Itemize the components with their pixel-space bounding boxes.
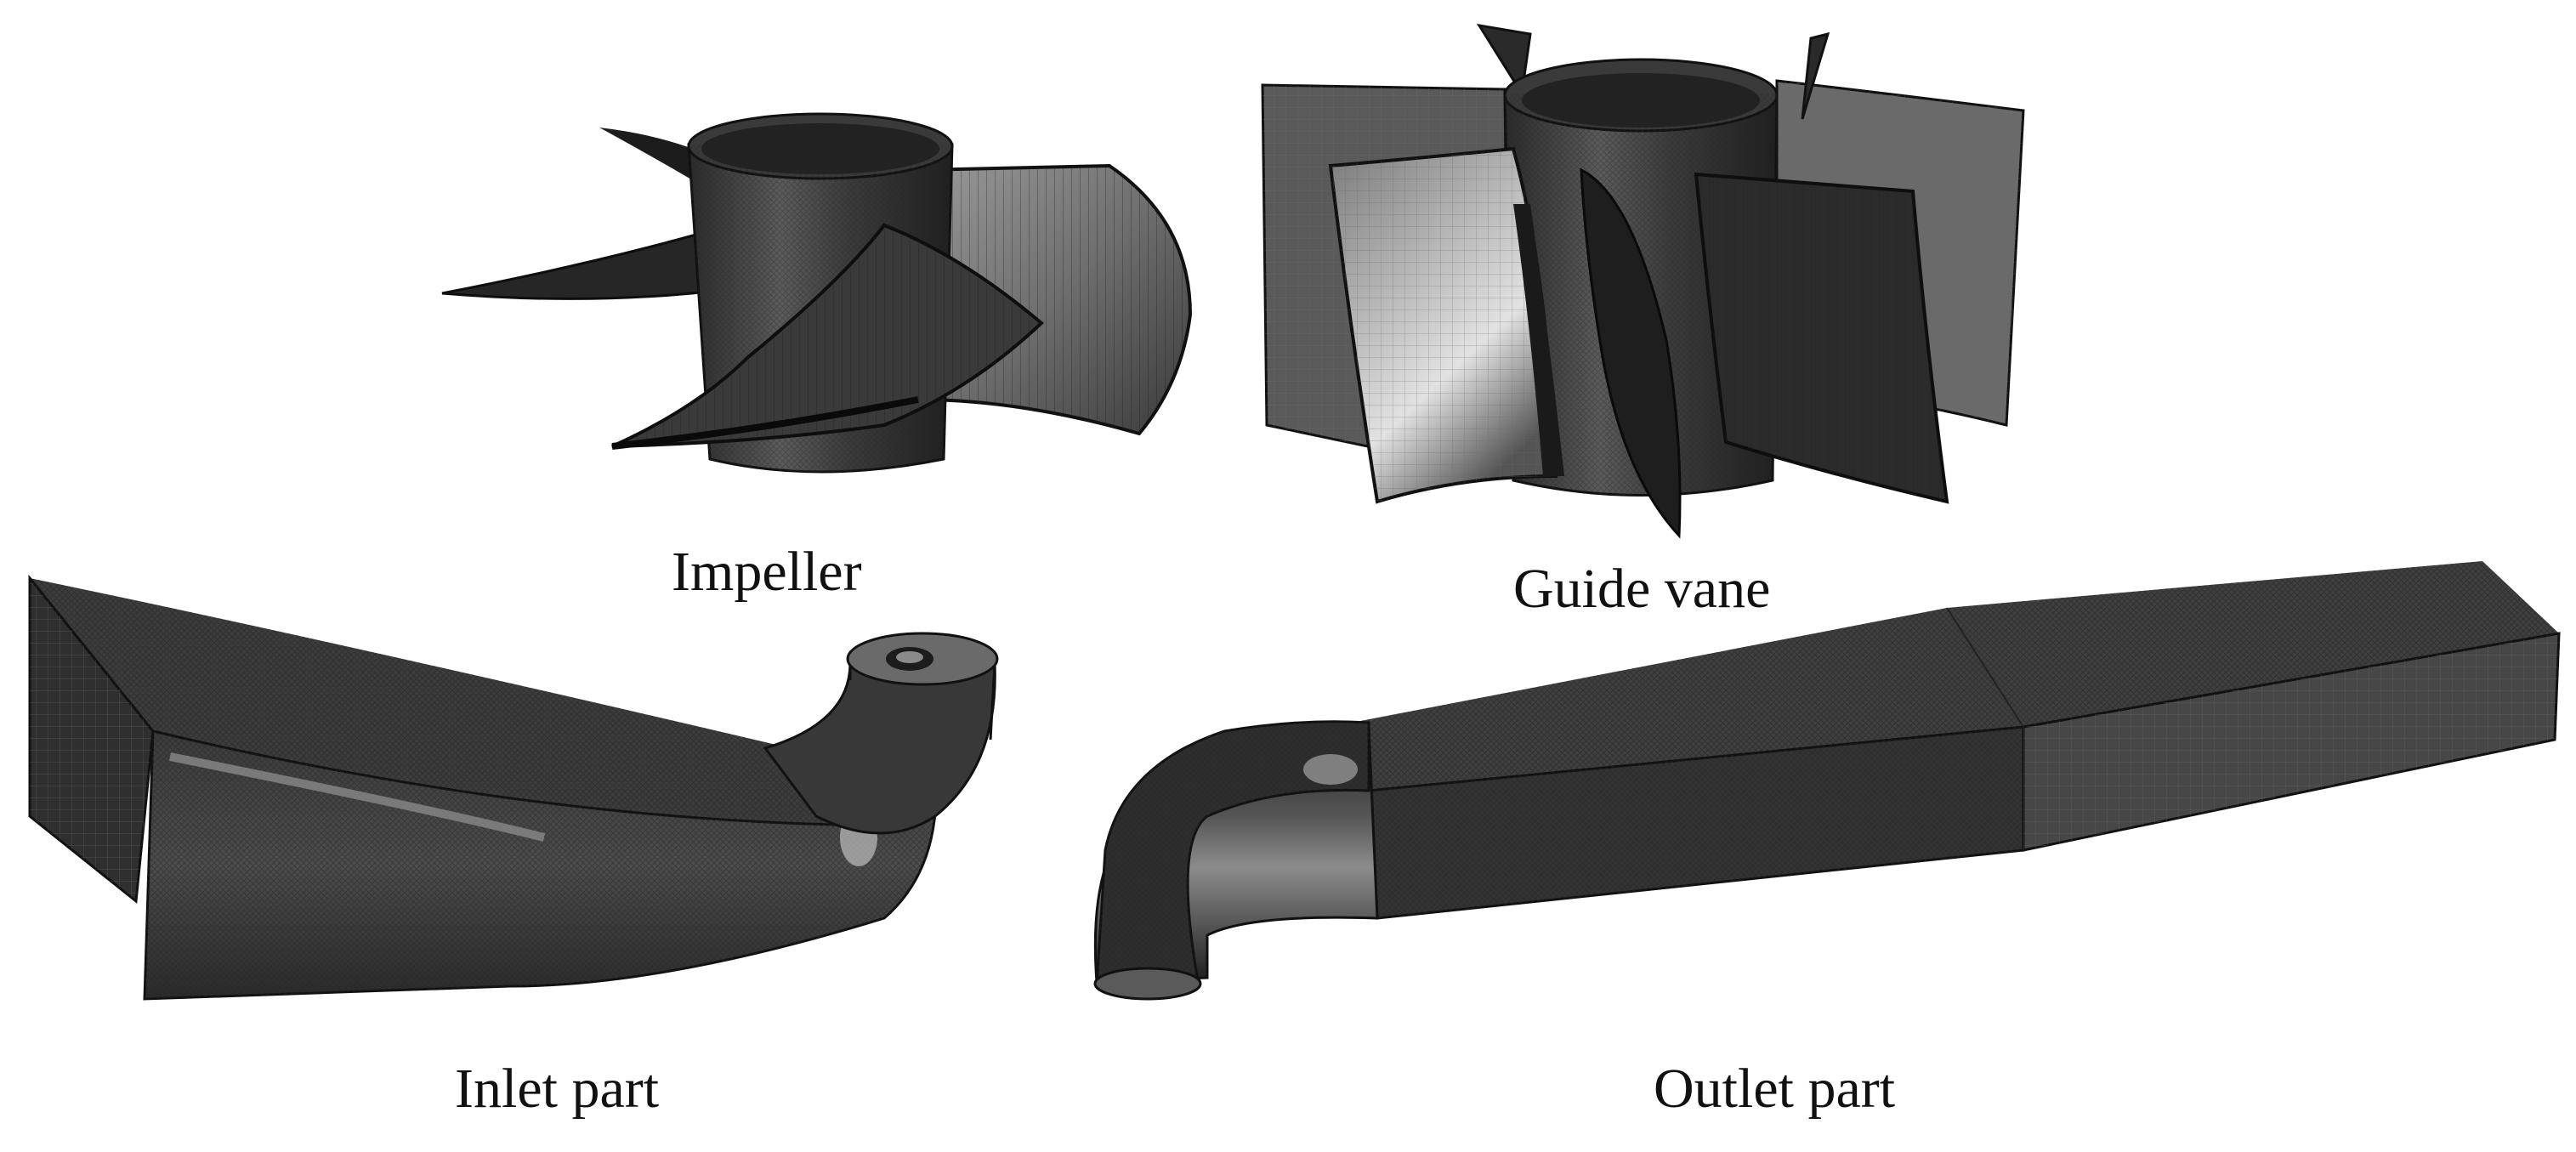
outlet-part-caption: Outlet part bbox=[1654, 1058, 1896, 1120]
guide-vane-model bbox=[1261, 23, 2025, 539]
impeller-caption: Impeller bbox=[672, 541, 862, 603]
outlet-part-model bbox=[1093, 561, 2561, 1001]
inlet-part-model bbox=[28, 574, 999, 1001]
guide-vane-caption: Guide vane bbox=[1513, 558, 1771, 620]
impeller-model bbox=[441, 112, 1193, 474]
inlet-part-caption: Inlet part bbox=[455, 1058, 660, 1120]
